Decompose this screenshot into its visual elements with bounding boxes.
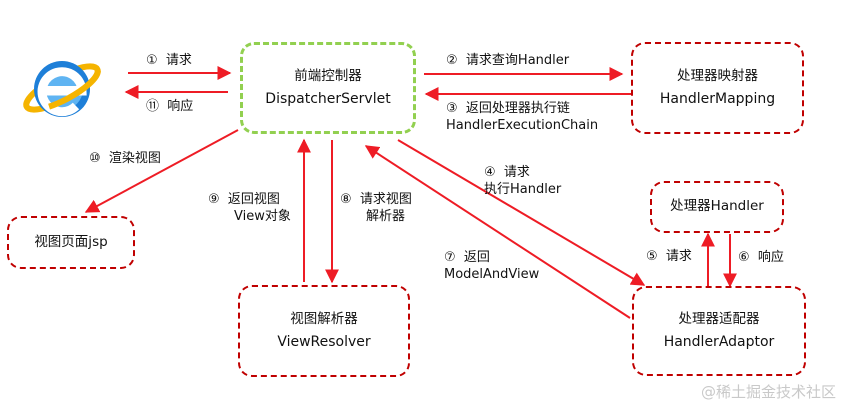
view-resolver-box: 视图解析器 ViewResolver [238,285,410,377]
edge-1-number: ① [146,53,158,68]
edge-label-4: ④ 请求 执行Handler [484,164,561,198]
edge-9-number: ⑨ [208,192,220,207]
internet-explorer-icon [18,48,104,126]
edge-label-2: ② 请求查询Handler [446,52,569,69]
watermark: @稀土掘金技术社区 [700,383,836,401]
resolver-subtitle: ViewResolver [277,333,371,350]
edge-2-number: ② [446,53,458,68]
edge-label-8: ⑧ 请求视图 解析器 [340,191,412,225]
view-page-box: 视图页面jsp [7,216,135,269]
edge-label-10: ⑩ 渲染视图 [89,150,161,167]
mapping-subtitle: HandlerMapping [659,90,776,107]
edge-label-11: ⑪ 响应 [146,98,193,115]
edge-5-number: ⑤ [646,249,658,264]
edge-8-number: ⑧ [340,192,352,207]
edge-5-text: 请求 [665,249,692,264]
edge-3-number: ③ [446,101,458,116]
edge-9-text: 返回视图 [227,192,280,207]
edge-label-6: ⑥ 响应 [738,249,784,266]
view-page-title: 视图页面jsp [34,233,108,250]
edge-4-text2: 执行Handler [484,182,562,197]
adaptor-subtitle: HandlerAdaptor [663,333,775,350]
edge-label-7: ⑦ 返回 ModelAndView [444,249,539,283]
edge-10-number: ⑩ [89,151,101,166]
resolver-title: 视图解析器 [290,311,358,327]
edge-label-3: ③ 返回处理器执行链 HandlerExecutionChain [446,100,598,134]
dispatcher-title: 前端控制器 [294,68,362,84]
arrow-return-modelandview [364,145,631,319]
edge-7-text: 返回 [463,250,490,265]
handler-adaptor-box: 处理器适配器 HandlerAdaptor [632,286,806,376]
dispatcher-servlet-box: 前端控制器 DispatcherServlet [240,42,416,134]
edge-11-number: ⑪ [146,99,160,114]
edge-label-5: ⑤ 请求 [646,248,692,265]
edge-10-text: 渲染视图 [108,151,161,166]
edge-6-text: 响应 [757,250,784,265]
arrow-render-view [84,129,239,213]
edge-6-number: ⑥ [738,250,750,265]
edge-11-text: 响应 [167,99,194,114]
handler-mapping-box: 处理器映射器 HandlerMapping [631,42,804,134]
edge-4-number: ④ [484,165,496,180]
edge-7-number: ⑦ [444,250,456,265]
edge-1-text: 请求 [165,53,192,68]
adaptor-title: 处理器适配器 [678,311,760,327]
edge-3-text2: HandlerExecutionChain [446,118,599,133]
handler-title: 处理器Handler [670,198,764,215]
edge-4-text: 请求 [503,165,530,180]
edge-8-text2: 解析器 [366,209,406,224]
mapping-title: 处理器映射器 [677,68,758,84]
edge-3-text: 返回处理器执行链 [465,101,570,116]
edge-2-text: 请求查询Handler [465,53,570,68]
arrow-execute-handler [397,139,646,286]
dispatcher-subtitle: DispatcherServlet [265,90,391,107]
edge-label-9: ⑨ 返回视图 View对象 [208,191,291,225]
handler-box: 处理器Handler [650,181,784,233]
edge-7-text2: ModelAndView [444,267,540,282]
edge-label-1: ① 请求 [146,52,192,69]
edge-8-text: 请求视图 [359,192,412,207]
edge-9-text2: View对象 [234,209,291,224]
